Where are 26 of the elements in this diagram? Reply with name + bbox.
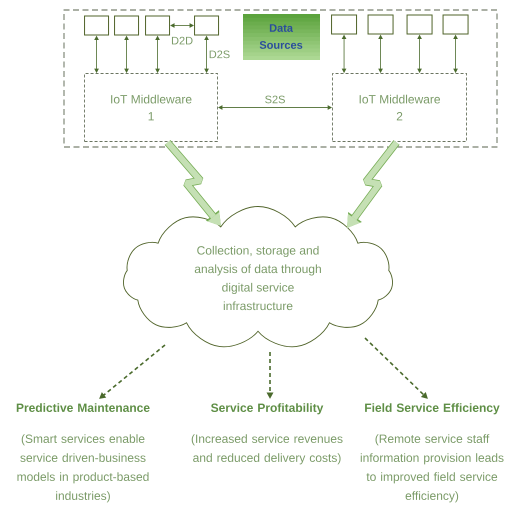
device-box xyxy=(114,16,140,36)
lightning-bolt xyxy=(347,140,400,228)
device-box xyxy=(84,16,110,36)
device-box xyxy=(194,16,220,36)
device-box xyxy=(406,14,433,35)
edge-label: D2S xyxy=(208,49,232,60)
device-box xyxy=(442,14,469,35)
device-box xyxy=(368,14,394,35)
device-box xyxy=(331,14,358,35)
cloud: Collection, storage and analysis of data through digital service infrastructure xyxy=(123,206,393,348)
arrow xyxy=(364,337,428,399)
edge-label: D2D xyxy=(170,36,194,46)
node-label: Data Sources xyxy=(260,24,302,49)
title-box: Data Sources xyxy=(243,14,320,60)
edge-label: S2S xyxy=(264,94,286,104)
middleware-box: IoT Middleware 2 xyxy=(332,73,467,142)
lightning-bolt xyxy=(164,140,221,226)
dashed-frame xyxy=(64,10,498,148)
heading: Field Service Efficiency xyxy=(365,403,500,414)
heading: Predictive Maintenance xyxy=(16,403,150,412)
heading: Service Profitability xyxy=(211,403,324,414)
description: (Remote service staff information provision leads to improved field service efficiency) xyxy=(360,434,504,502)
device-box xyxy=(145,16,170,36)
description: (Smart services enable service driven-business models in product-based industries) xyxy=(17,434,149,502)
middleware-box: IoT Middleware 1 xyxy=(84,73,218,142)
description: (Increased service revenues and reduced delivery costs) xyxy=(192,434,343,464)
